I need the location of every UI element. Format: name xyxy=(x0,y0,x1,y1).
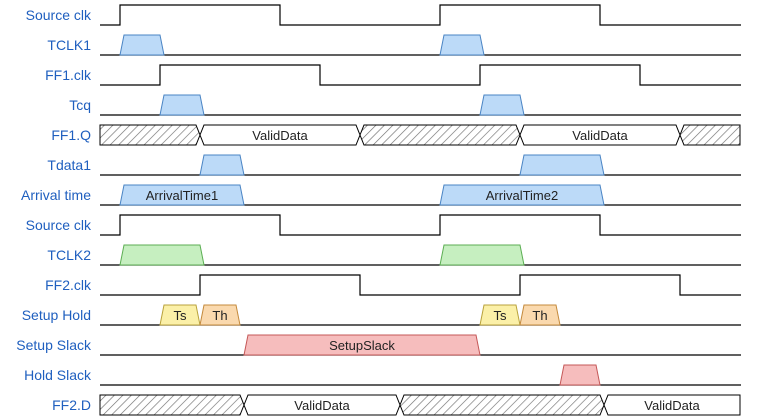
pulse-shape xyxy=(119,34,165,56)
bus-data-label: ValidData xyxy=(294,398,350,413)
signal-row: Arrival time ArrivalTime1 ArrivalTime2 xyxy=(21,184,741,206)
signal-label: Tcq xyxy=(69,97,91,113)
pulse-shape xyxy=(119,184,245,206)
signal-row: Setup Slack SetupSlack xyxy=(16,334,741,356)
pulse-label: Th xyxy=(532,308,547,323)
signal-row: FF2.D ValidData ValidData xyxy=(52,394,741,416)
signal-row: Source clk xyxy=(26,4,741,26)
pulse-label: ArrivalTime1 xyxy=(146,188,218,203)
clock-waveform xyxy=(100,64,741,86)
pulse-label: SetupSlack xyxy=(329,338,395,353)
pulse-shape xyxy=(199,154,245,176)
signal-row: FF1.Q ValidData ValidData xyxy=(51,124,741,146)
pulse-shape xyxy=(439,184,605,206)
pulse-label: Ts xyxy=(174,308,188,323)
pulse-label: Th xyxy=(212,308,227,323)
bus-invalid-segment xyxy=(99,394,245,416)
pulse-shape xyxy=(119,244,205,266)
bus-data-label: ValidData xyxy=(572,128,628,143)
clock-waveform xyxy=(100,214,741,236)
signal-row: Setup Hold Ts Th Ts Th xyxy=(22,304,741,326)
signal-row: Tcq xyxy=(69,94,741,116)
signal-label: TCLK1 xyxy=(47,37,91,53)
signal-label: Setup Hold xyxy=(22,307,91,323)
bus-data-label: ValidData xyxy=(252,128,308,143)
pulse-shape xyxy=(159,304,201,326)
signal-row: Tdata1 xyxy=(47,154,741,176)
bus-invalid-segment xyxy=(399,394,605,416)
signal-row: Hold Slack xyxy=(24,364,741,386)
signal-row: FF1.clk xyxy=(45,64,741,86)
pulse-shape xyxy=(159,94,205,116)
signal-label: TCLK2 xyxy=(47,247,91,263)
bus-invalid-segment xyxy=(99,124,201,146)
bus-data-label: ValidData xyxy=(644,398,700,413)
signal-label: Source clk xyxy=(26,7,92,23)
signal-label: Setup Slack xyxy=(16,337,92,353)
signal-row: TCLK2 xyxy=(47,244,741,266)
signal-row: TCLK1 xyxy=(47,34,741,56)
pulse-label: ArrivalTime2 xyxy=(486,188,558,203)
pulse-shape xyxy=(479,94,525,116)
signal-label: Arrival time xyxy=(21,187,91,203)
signal-row: Source clk xyxy=(26,214,741,236)
pulse-shape xyxy=(479,304,521,326)
bus-invalid-segment xyxy=(679,124,741,146)
pulse-label: Ts xyxy=(494,308,508,323)
bus-data-segment xyxy=(603,394,741,416)
signal-label: Source clk xyxy=(26,217,92,233)
pulse-shape xyxy=(559,364,601,386)
pulse-shape xyxy=(199,304,241,326)
pulse-shape xyxy=(439,244,525,266)
pulse-shape xyxy=(519,154,605,176)
pulse-shape xyxy=(519,304,561,326)
signal-label: FF1.clk xyxy=(45,67,92,83)
pulse-shape xyxy=(243,334,481,356)
signal-label: Tdata1 xyxy=(47,157,91,173)
signal-row: FF2.clk xyxy=(45,274,741,296)
signal-label: FF1.Q xyxy=(51,127,91,143)
pulse-shape xyxy=(439,34,485,56)
clock-waveform xyxy=(100,4,741,26)
signal-label: FF2.clk xyxy=(45,277,92,293)
clock-waveform xyxy=(100,274,741,296)
signal-label: Hold Slack xyxy=(24,367,92,383)
signal-label: FF2.D xyxy=(52,397,91,413)
bus-invalid-segment xyxy=(359,124,521,146)
